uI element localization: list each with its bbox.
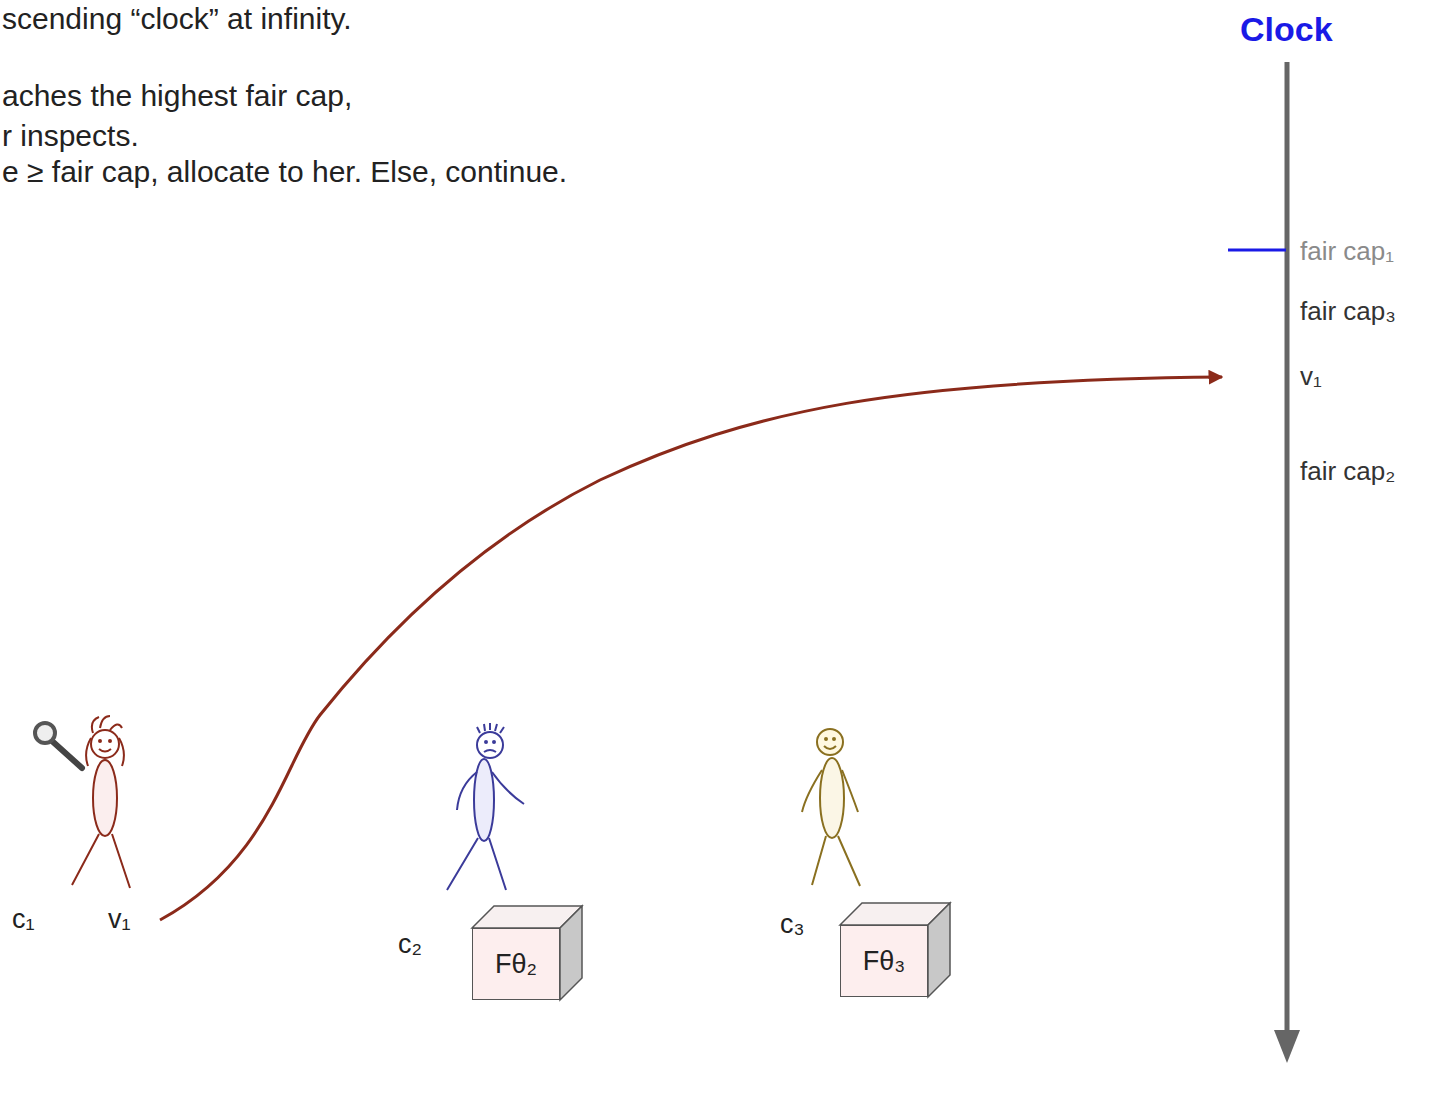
value-label: v₁ [108, 904, 131, 935]
agent-label: c₂ [398, 929, 422, 960]
clock-mark: fair cap₃ [1300, 297, 1396, 327]
clock-arrowhead [1274, 1030, 1300, 1063]
stick-figure [72, 716, 130, 888]
clock-axis [1285, 62, 1290, 1034]
magnifying-glass [35, 723, 82, 768]
stick-figure [802, 729, 860, 886]
bullet-text: r inspects. [2, 119, 139, 154]
distribution-label: Fθ₂ [495, 949, 537, 980]
bullet-text: scending “clock” at infinity. [2, 2, 352, 37]
cube-box: Fθ₃ [840, 925, 928, 997]
agent-label: c₃ [780, 909, 805, 940]
clock-tick [1228, 249, 1286, 252]
bullet-text: aches the highest fair cap, [2, 79, 352, 114]
value-curve [160, 377, 1222, 920]
cube-box: Fθ₂ [472, 928, 560, 1000]
clock-mark: fair cap₂ [1300, 457, 1395, 487]
distribution-label: Fθ₃ [863, 946, 906, 977]
clock-title: Clock [1240, 10, 1333, 49]
stick-figure [447, 723, 524, 890]
bullet-text: e ≥ fair cap, allocate to her. Else, con… [2, 155, 567, 190]
agent-label: c₁ [12, 904, 35, 935]
clock-mark: fair cap₁ [1300, 237, 1394, 267]
clock-mark: v₁ [1300, 362, 1322, 392]
cube-shading [472, 903, 950, 1000]
